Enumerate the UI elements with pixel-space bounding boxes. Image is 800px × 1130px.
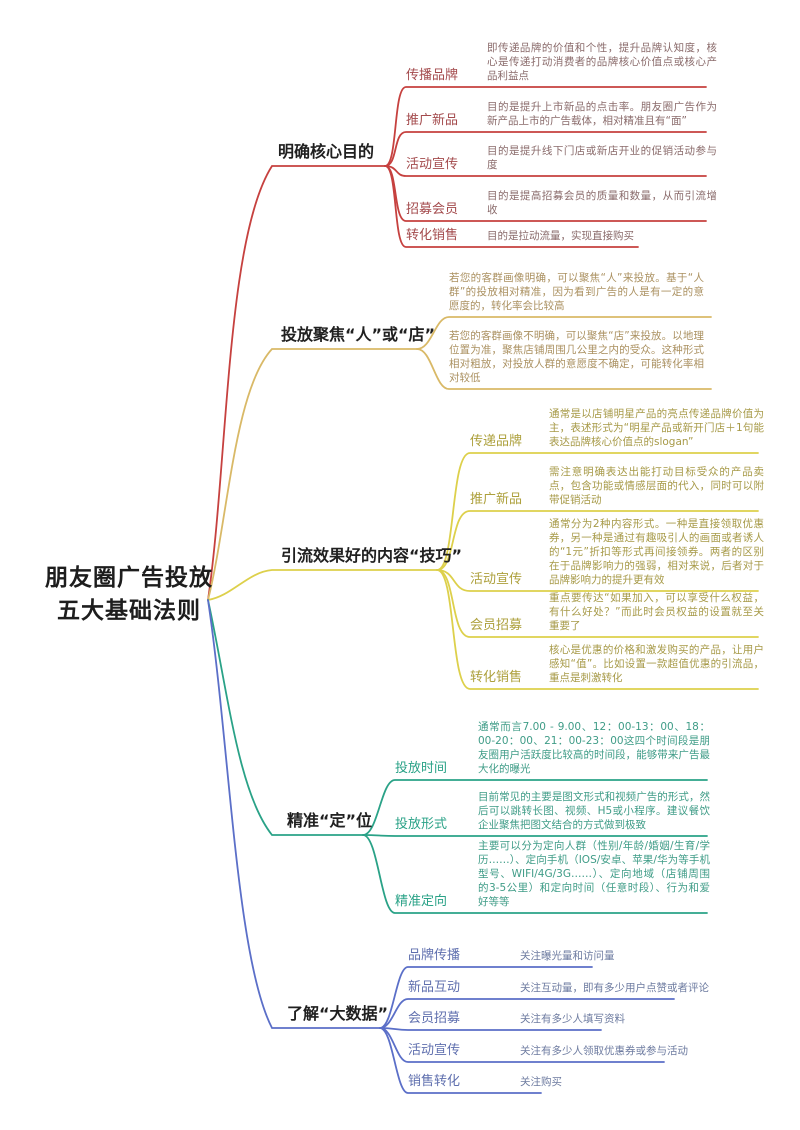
branch-2-child-1-desc[interactable]: 若您的客群画像明确，可以聚焦“人”来投放。基于“人群”的投放相对精准，因为看到广… (449, 272, 704, 312)
branch-3-child-4-label[interactable]: 会员招募 (470, 618, 523, 633)
branch-5-child-3-desc[interactable]: 关注有多少人填写资料 (520, 1013, 625, 1025)
branch-3-child-1-desc[interactable]: 通常是以店铺明星产品的亮点传递品牌价值为主，表述形式为“明星产品或新开门店＋1句… (549, 408, 764, 448)
branch-5-child-4-desc[interactable]: 关注有多少人领取优惠券或参与活动 (520, 1045, 688, 1057)
branch-1-child-1-desc[interactable]: 即传递品牌的价值和个性，提升品牌认知度，核心是传递打动消费者的品牌核心价值点或核… (487, 42, 717, 82)
connector-branch3-child1 (436, 452, 759, 571)
branch-3-child-5-desc[interactable]: 核心是优惠的价格和激发购买的产品，让用户感知“值”。比如设置一款超值优惠的引流品… (549, 644, 764, 684)
connector-branch1-main (207, 165, 386, 601)
branch-1-child-3-label[interactable]: 活动宣传 (406, 157, 459, 172)
branch-4-child-1-desc[interactable]: 通常而言7.00 - 9.00、12：00-13：00、18：00-20：00、… (478, 721, 710, 775)
branch-1-child-5-label[interactable]: 转化销售 (406, 228, 459, 243)
branch-1-connectors (207, 86, 707, 601)
branch-4-connectors (207, 599, 708, 914)
branch-5-child-3-label[interactable]: 会员招募 (408, 1011, 461, 1026)
branch-5-child-4-label[interactable]: 活动宣传 (408, 1043, 461, 1058)
branch-1-child-4-desc[interactable]: 目的是提高招募会员的质量和数量，从而引流增收 (487, 190, 717, 216)
central-topic-line1: 朋友圈广告投放 (45, 565, 213, 591)
connector-branch4-child1 (362, 779, 708, 836)
branch-2-connectors (207, 316, 712, 601)
branch-4-child-1-label[interactable]: 投放时间 (395, 761, 448, 776)
connector-branch2-main (207, 348, 418, 601)
branch-5-child-2-desc[interactable]: 关注互动量，即有多少用户点赞或者评论 (520, 982, 709, 994)
branch-1-child-1-label[interactable]: 传播品牌 (406, 68, 459, 83)
connector-branch1-child3 (384, 165, 707, 177)
branch-1-child-3-desc[interactable]: 目的是提升线下门店或新店开业的促销活动参与度 (487, 145, 717, 171)
branch-5-connectors (207, 599, 675, 1094)
branch-4-child-2-desc[interactable]: 目前常见的主要是图文形式和视频广告的形式，然后可以跳转长图、视频、H5或小程序。… (478, 791, 710, 831)
branch-4-child-2-label[interactable]: 投放形式 (395, 817, 448, 832)
branch-1-label[interactable]: 明确核心目的 (278, 142, 375, 161)
connector-branch3-child3 (436, 569, 759, 592)
branch-3-child-5-label[interactable]: 转化销售 (470, 670, 523, 685)
connector-branch5-child3 (379, 1027, 602, 1031)
branch-5-child-1-desc[interactable]: 关注曝光量和访问量 (520, 950, 615, 962)
connector-branch1-child1 (384, 86, 707, 167)
branch-1-child-4-label[interactable]: 招募会员 (406, 202, 459, 217)
branch-4-child-3-label[interactable]: 精准定向 (395, 894, 448, 909)
branch-3-child-1-label[interactable]: 传递品牌 (470, 434, 523, 449)
connector-branch3-child2 (436, 510, 759, 571)
branch-5-child-1-label[interactable]: 品牌传播 (408, 948, 461, 963)
branch-1-child-2-label[interactable]: 推广新品 (406, 113, 459, 128)
branch-2-label[interactable]: 投放聚焦“人”或“店” (281, 325, 436, 344)
connector-branch5-main (207, 599, 381, 1029)
branch-3-child-2-desc[interactable]: 需注意明确表达出能打动目标受众的产品卖点，包含功能或情感层面的代入，同时可以附带… (549, 466, 764, 506)
branch-3-label[interactable]: 引流效果好的内容“技巧” (281, 546, 463, 565)
connector-branch4-child3 (362, 834, 708, 914)
branch-3-child-3-desc[interactable]: 通常分为2种内容形式。一种是直接领取优惠券，另一种是通过有趣吸引人的画面或者诱人… (549, 518, 764, 586)
connector-branch3-child5 (436, 569, 759, 690)
connector-branch2-child2 (416, 348, 712, 390)
connector-branch4-child2 (362, 834, 708, 837)
central-topic[interactable]: 朋友圈广告投放 五大基础法则 (34, 562, 224, 628)
connector-branch1-child2 (384, 131, 707, 167)
branch-5-child-5-desc[interactable]: 关注购买 (520, 1076, 562, 1088)
branch-5-label[interactable]: 了解“大数据” (287, 1004, 389, 1023)
branch-1-child-5-desc[interactable]: 目的是拉动流量，实现直接购买 (487, 230, 634, 242)
connector-branch3-main (207, 569, 438, 601)
connector-branch5-child5 (379, 1027, 542, 1094)
connector-branch5-child1 (379, 966, 593, 1029)
branch-2-child-2-desc[interactable]: 若您的客群画像不明确，可以聚焦“店”来投放。以地理位置为准，聚焦店铺周围几公里之… (449, 330, 704, 384)
branch-3-child-3-label[interactable]: 活动宣传 (470, 572, 523, 587)
branch-3-child-2-label[interactable]: 推广新品 (470, 492, 523, 507)
branch-5-child-2-label[interactable]: 新品互动 (408, 980, 461, 995)
connector-branch2-child1 (416, 316, 712, 350)
branch-4-label[interactable]: 精准“定”位 (287, 811, 373, 830)
central-topic-line2: 五大基础法则 (57, 598, 201, 624)
branch-1-child-2-desc[interactable]: 目的是提升上市新品的点击率。朋友圈广告作为新产品上市的广告载体，相对精准且有“面… (487, 101, 717, 127)
connector-branch3-child4 (436, 569, 759, 638)
connector-branch5-child2 (379, 998, 675, 1029)
branch-3-child-4-desc[interactable]: 重点要传达“如果加入，可以享受什么权益，有什么好处？”而此时会员权益的设置就至关… (549, 592, 764, 632)
connector-branch1-child5 (384, 165, 639, 248)
branch-4-child-3-desc[interactable]: 主要可以分为定向人群（性别/年龄/婚姻/生育/学历……）、定向手机（IOS/安卓… (478, 840, 710, 908)
branch-3-connectors (207, 452, 759, 690)
branch-5-child-5-label[interactable]: 销售转化 (408, 1074, 461, 1089)
connector-branch4-main (207, 599, 364, 836)
